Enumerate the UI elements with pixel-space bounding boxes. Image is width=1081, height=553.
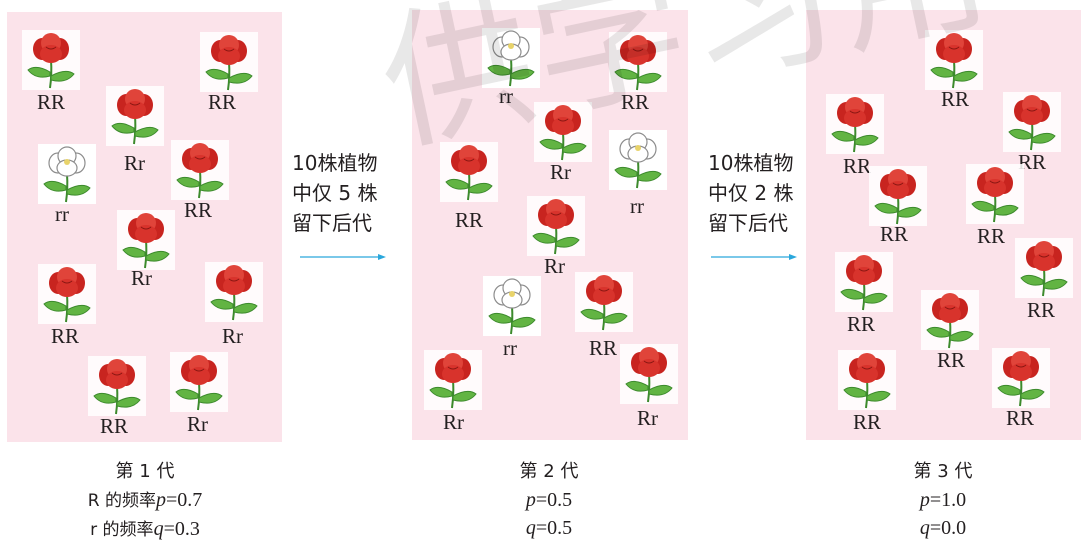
generation-2-title: 第 2 代 bbox=[519, 461, 579, 482]
generation-3-p-line: p=1.0 bbox=[919, 489, 967, 511]
arrow-2-line-3: 留下后代 bbox=[708, 211, 788, 235]
red-flower-icon bbox=[835, 252, 893, 312]
generation-2-caption: 第 2 代 p=0.5 q=0.5 bbox=[434, 458, 664, 542]
white-flower-icon bbox=[609, 130, 667, 190]
generation-1-caption: 第 1 代 R 的频率p=0.7 r 的频率q=0.3 bbox=[30, 458, 260, 544]
red-flower-icon bbox=[205, 262, 263, 322]
generation-3-title: 第 3 代 bbox=[913, 461, 973, 482]
red-flower-icon bbox=[527, 196, 585, 256]
red-flower-icon bbox=[966, 164, 1024, 224]
arrow-2-icon bbox=[711, 254, 797, 260]
red-flower-icon bbox=[171, 140, 229, 200]
arrow-2-line-1: 10株植物 bbox=[708, 151, 794, 175]
genotype-label: RR bbox=[208, 90, 237, 114]
red-flower-icon bbox=[620, 344, 678, 404]
genotype-label: Rr bbox=[131, 266, 152, 290]
genotype-label: RR bbox=[941, 87, 970, 111]
generation-3-q-line: q=0.0 bbox=[919, 517, 967, 539]
arrow-1-line-1: 10株植物 bbox=[292, 151, 378, 175]
genotype-label: RR bbox=[937, 348, 966, 372]
generation-2-p-line: p=0.5 bbox=[525, 489, 573, 511]
generation-1-p-line: R 的频率p=0.7 bbox=[87, 489, 203, 511]
genotype-label: RR bbox=[455, 208, 484, 232]
red-flower-icon bbox=[921, 290, 979, 350]
arrow-1-line-2: 中仅 5 株 bbox=[292, 181, 378, 205]
genotype-label: RR bbox=[621, 90, 650, 114]
red-flower-icon bbox=[992, 348, 1050, 408]
arrow-2-line-2: 中仅 2 株 bbox=[708, 181, 794, 205]
red-flower-icon bbox=[826, 94, 884, 154]
generation-1-title: 第 1 代 bbox=[115, 461, 175, 482]
genotype-label: Rr bbox=[124, 151, 145, 175]
genotype-label: Rr bbox=[550, 160, 571, 184]
red-flower-icon bbox=[22, 30, 80, 90]
white-flower-icon bbox=[483, 276, 541, 336]
genotype-label: RR bbox=[853, 410, 882, 434]
red-flower-icon bbox=[117, 210, 175, 270]
genotype-label: Rr bbox=[443, 410, 464, 434]
genotype-label: RR bbox=[100, 414, 129, 438]
genotype-label: RR bbox=[843, 154, 872, 178]
arrow-1-line-3: 留下后代 bbox=[292, 211, 372, 235]
red-flower-icon bbox=[575, 272, 633, 332]
genotype-label: rr bbox=[499, 84, 513, 108]
genotype-label: RR bbox=[1006, 406, 1035, 430]
red-flower-icon bbox=[869, 166, 927, 226]
genotype-label: Rr bbox=[544, 254, 565, 278]
genotype-label: Rr bbox=[222, 324, 243, 348]
genotype-label: RR bbox=[37, 90, 66, 114]
genotype-label: RR bbox=[589, 336, 618, 360]
generation-2-q-line: q=0.5 bbox=[525, 517, 573, 539]
red-flower-icon bbox=[38, 264, 96, 324]
red-flower-icon bbox=[1015, 238, 1073, 298]
red-flower-icon bbox=[88, 356, 146, 416]
genotype-label: rr bbox=[630, 194, 644, 218]
genotype-label: rr bbox=[55, 202, 69, 226]
generation-3-caption: 第 3 代 p=1.0 q=0.0 bbox=[828, 458, 1058, 542]
red-flower-icon bbox=[170, 352, 228, 412]
generation-1-q-line: r 的频率q=0.3 bbox=[90, 518, 200, 540]
genotype-label: RR bbox=[880, 222, 909, 246]
genotype-label: RR bbox=[977, 224, 1006, 248]
red-flower-icon bbox=[1003, 92, 1061, 152]
genotype-label: Rr bbox=[637, 406, 658, 430]
red-flower-icon bbox=[424, 350, 482, 410]
genotype-label: RR bbox=[1018, 150, 1047, 174]
red-flower-icon bbox=[106, 86, 164, 146]
red-flower-icon bbox=[838, 350, 896, 410]
genotype-label: RR bbox=[51, 324, 80, 348]
arrow-1-text: 10株植物 中仅 5 株 留下后代 bbox=[292, 148, 377, 238]
genotype-label: Rr bbox=[187, 412, 208, 436]
genotype-label: rr bbox=[503, 336, 517, 360]
red-flower-icon bbox=[200, 32, 258, 92]
genotype-label: RR bbox=[847, 312, 876, 336]
arrow-1-icon bbox=[300, 254, 386, 260]
genotype-label: RR bbox=[184, 198, 213, 222]
white-flower-icon bbox=[38, 144, 96, 204]
arrow-2-text: 10株植物 中仅 2 株 留下后代 bbox=[708, 148, 793, 238]
genotype-label: RR bbox=[1027, 298, 1056, 322]
